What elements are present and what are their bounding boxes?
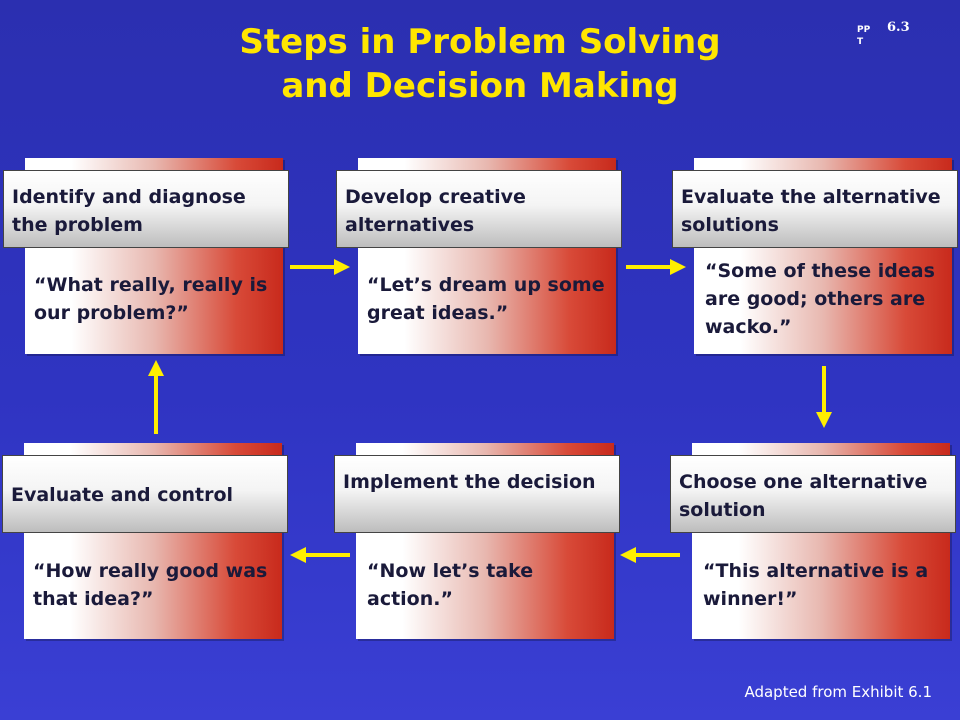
slide-title: Steps in Problem Solving and Decision Ma… — [180, 20, 780, 108]
step-5-label: Implement the decision — [334, 455, 620, 533]
arrow-step3-to-step4 — [816, 366, 832, 428]
arrow-step5-to-step6 — [290, 547, 350, 563]
title-line-1: Steps in Problem Solving — [239, 22, 721, 62]
step-1-label: Identify and diagnose the problem — [3, 170, 289, 248]
step-5-quote: “Now let’s take action.” — [367, 560, 534, 610]
arrow-step2-to-step3 — [626, 259, 686, 275]
step-2-quote: “Let’s dream up some great ideas.” — [367, 274, 605, 324]
step-6-label: Evaluate and control — [2, 455, 288, 533]
slide-number: 6.3 — [887, 20, 910, 35]
step-1-quote: “What really, really is our problem?” — [34, 274, 268, 324]
title-line-2: and Decision Making — [281, 66, 679, 106]
source-note: Adapted from Exhibit 6.1 — [744, 683, 932, 701]
step-2-label: Develop creative alternatives — [336, 170, 622, 248]
step-3-quote: “Some of these ideas are good; others ar… — [705, 260, 935, 338]
arrow-step1-to-step2 — [290, 259, 350, 275]
step-4-quote: “This alternative is a winner!” — [703, 560, 929, 610]
step-3-label: Evaluate the alternative solutions — [672, 170, 958, 248]
arrow-step4-to-step5 — [620, 547, 680, 563]
ppt-label: PPT — [857, 25, 871, 47]
step-6-quote: “How really good was that idea?” — [33, 560, 268, 610]
arrow-step6-to-step1 — [148, 360, 164, 434]
step-4-label: Choose one alternative solution — [670, 455, 956, 533]
